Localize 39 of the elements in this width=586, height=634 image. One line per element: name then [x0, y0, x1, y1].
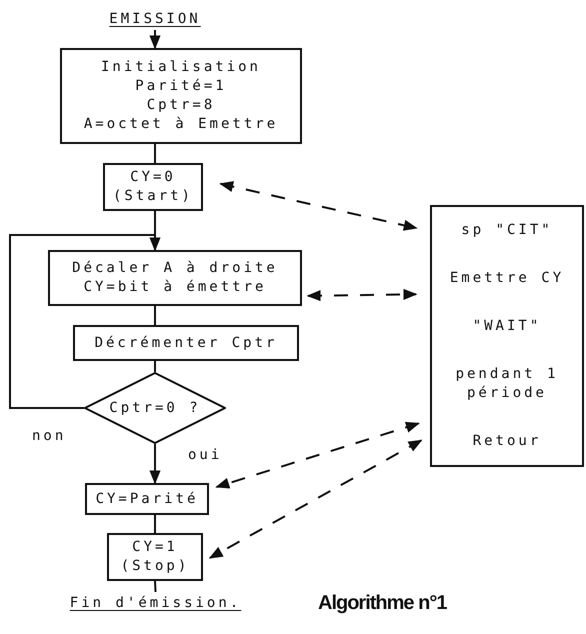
box-text: Cptr=0 ?	[109, 398, 201, 418]
process-box	[430, 205, 584, 467]
dashed-arrow	[306, 288, 418, 302]
dashed-arrow	[219, 181, 418, 231]
box-text: Cptr=8	[146, 96, 216, 115]
box-text: "WAIT"	[472, 317, 542, 336]
process-box	[60, 48, 302, 144]
box-text: Initialisation	[100, 58, 261, 78]
box-text: sp "CIT"	[460, 221, 554, 240]
box-text: CY=bit à émettre	[84, 278, 266, 297]
box-text: Décrémenter Cptr	[94, 334, 278, 352]
box-text: Parité=1	[135, 77, 227, 96]
dashed-arrow	[215, 422, 420, 489]
box-text: CY=Parité	[96, 490, 198, 508]
box-text: pendant 1 période	[454, 364, 560, 403]
box-text: CY=0 (Start)	[112, 168, 194, 206]
box-text: Décaler A à droite	[72, 259, 278, 278]
caption: Algorithme n°1	[318, 592, 446, 615]
dashed-arrow	[208, 440, 422, 559]
flow-line	[154, 361, 156, 372]
decision-diamond	[84, 372, 226, 444]
flow-label: EMISSION	[109, 10, 201, 28]
flow-arrow	[9, 234, 161, 409]
box-text: Retour	[472, 432, 542, 450]
process-box	[103, 163, 203, 211]
box-text: Emettre CY	[448, 269, 566, 288]
flow-arrow	[149, 30, 161, 50]
flow-line	[154, 580, 156, 592]
process-box	[107, 533, 203, 581]
process-box	[48, 250, 302, 306]
flow-line	[154, 144, 156, 163]
box-text: CY=1 (Stop)	[120, 538, 190, 576]
flow-line	[154, 515, 156, 533]
process-box	[85, 483, 209, 515]
box-text: A=octet à Emettre	[84, 114, 278, 134]
process-box	[73, 325, 299, 361]
flow-label: Fin d'émission.	[70, 594, 242, 612]
flow-line	[154, 306, 156, 325]
flow-arrow	[149, 444, 161, 484]
